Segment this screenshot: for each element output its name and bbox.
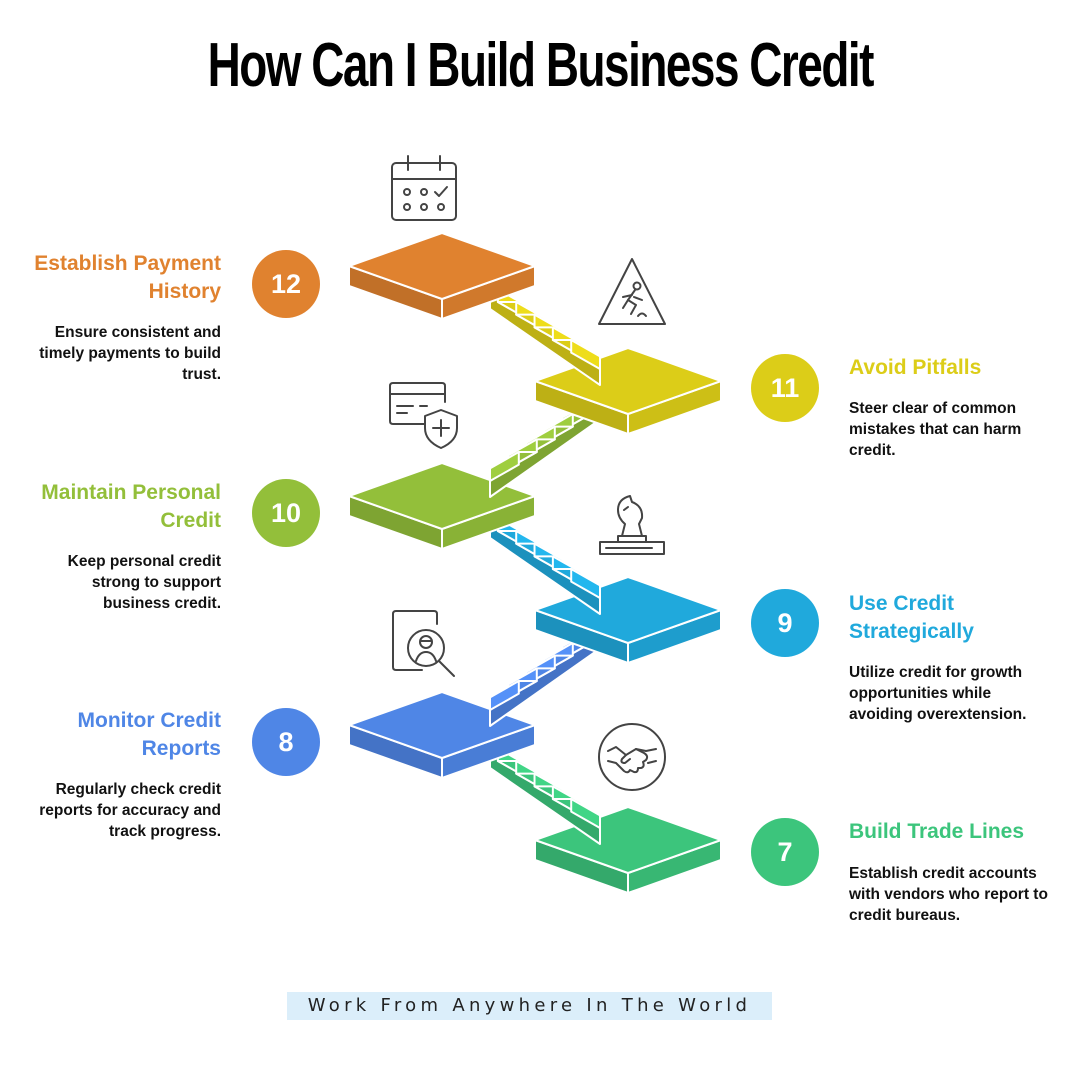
step-number-8: 8 [252,708,320,776]
step-title-10: Maintain Personal Credit [41,481,221,532]
chess-knight-icon [599,495,665,555]
stairs-to-7-riser-6 [570,798,601,829]
credit-card-shield-icon [389,382,458,449]
footer-banner: Work From Anywhere In The World [287,992,772,1020]
platform-7 [534,806,722,894]
step-description-9: Utilize credit for growth opportunities … [849,664,1027,723]
step-number-12: 12 [252,250,320,318]
step-number-10: 10 [252,479,320,547]
step-number-11: 11 [751,354,819,422]
step-description-8: Regularly check credit reports for accur… [39,781,221,840]
warning-slip-icon [598,258,666,325]
report-magnifier-icon [392,610,455,677]
step-description-12: Ensure consistent and timely payments to… [39,324,221,383]
stairs-to-8-riser-6 [489,680,520,711]
platform-12 [348,232,536,320]
stairs-to-11-riser-6 [570,339,601,370]
step-number-7: 7 [751,818,819,886]
stairs-to-9-riser-6 [570,568,601,599]
handshake-icon [598,723,666,791]
step-title-8: Monitor Credit Reports [77,709,221,760]
step-description-11: Steer clear of common mistakes that can … [849,400,1022,459]
step-title-12: Establish Payment History [34,252,221,303]
platform-12-top-face [348,232,536,300]
platform-10 [348,462,536,550]
platform-8 [348,691,536,779]
stairs-to-10-riser-6 [489,451,520,482]
step-title-11: Avoid Pitfalls [849,356,982,379]
step-title-7: Build Trade Lines [849,820,1025,843]
page-title: How Can I Build Business Credit [207,31,875,100]
step-description-7: Establish credit accounts with vendors w… [849,865,1048,924]
step-number-9: 9 [751,589,819,657]
calendar-check-icon [391,155,457,221]
step-title-9: Use Credit Strategically [849,592,974,643]
step-description-10: Keep personal credit strong to support b… [67,553,221,612]
